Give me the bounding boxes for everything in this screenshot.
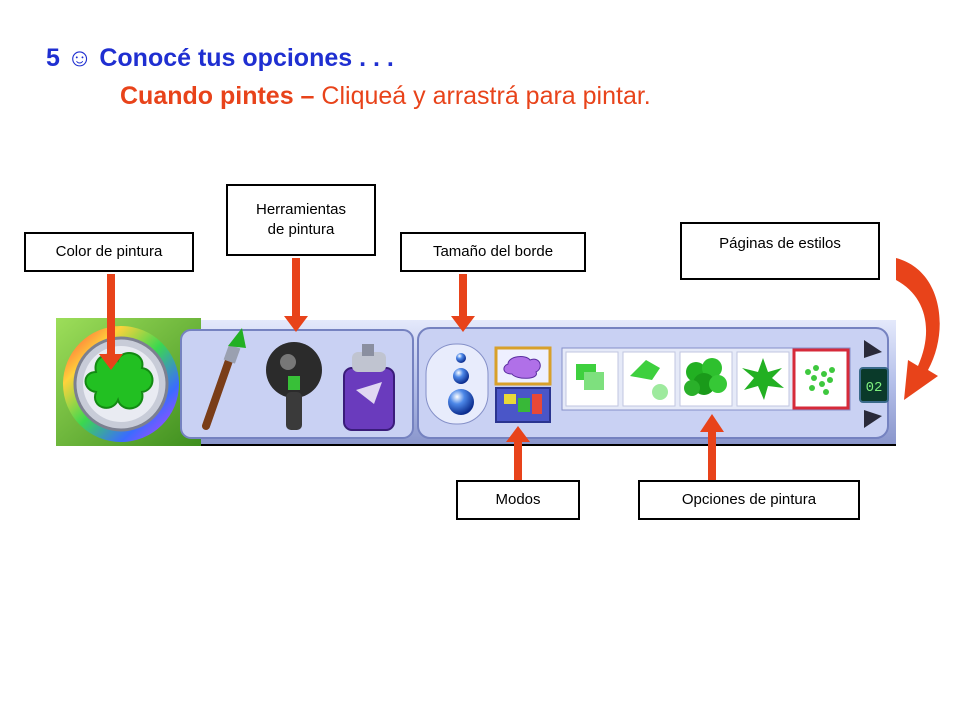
brush-option-3[interactable] bbox=[679, 351, 733, 407]
microphone-icon[interactable] bbox=[266, 342, 322, 430]
title-text: Conocé tus opciones . . . bbox=[99, 44, 394, 72]
size-large[interactable] bbox=[448, 389, 474, 415]
callout-color: Color de pintura bbox=[24, 232, 194, 272]
callout-tools: Herramientas de pintura bbox=[226, 184, 376, 256]
arrow-modes bbox=[514, 438, 522, 480]
page-up-arrow-icon[interactable] bbox=[864, 340, 882, 358]
paintbrush-icon[interactable] bbox=[202, 328, 246, 430]
callout-options-label: Opciones de pintura bbox=[681, 491, 817, 508]
slide-title: 5 ☺ Conocé tus opciones . . . bbox=[46, 44, 394, 73]
callout-styles-label: Páginas de estilos bbox=[719, 235, 841, 252]
callout-modes-label: Modos bbox=[495, 491, 541, 508]
brush-option-1[interactable] bbox=[565, 351, 619, 407]
page-number: 02 bbox=[866, 380, 883, 396]
callout-color-label: Color de pintura bbox=[55, 243, 163, 260]
subtitle-rest: Cliqueá y arrastrá para pintar. bbox=[321, 82, 651, 110]
callout-tools-label-1: Herramientas bbox=[255, 201, 347, 218]
callout-options: Opciones de pintura bbox=[638, 480, 860, 520]
step-number: 5 bbox=[46, 44, 60, 72]
callout-modes: Modos bbox=[456, 480, 580, 520]
style-page-nav: 02 bbox=[859, 340, 889, 428]
arrow-options bbox=[708, 428, 716, 480]
callout-size-label: Tamaño del borde bbox=[432, 243, 554, 260]
callout-size: Tamaño del borde bbox=[400, 232, 586, 272]
page-down-arrow-icon[interactable] bbox=[864, 410, 882, 428]
arrow-styles bbox=[896, 258, 940, 400]
size-medium[interactable] bbox=[453, 368, 469, 384]
smiley-icon: ☺ bbox=[66, 44, 93, 72]
brush-option-2[interactable] bbox=[622, 351, 676, 407]
page-number-display bbox=[859, 367, 889, 403]
brush-option-5[interactable] bbox=[792, 348, 850, 410]
callout-tools-label-2: de pintura bbox=[267, 221, 335, 238]
arrow-size bbox=[459, 274, 467, 320]
arrow-color bbox=[107, 274, 115, 358]
spray-can-icon[interactable] bbox=[343, 344, 395, 431]
subtitle-bold: Cuando pintes – bbox=[120, 82, 315, 110]
brush-option-4[interactable] bbox=[736, 351, 790, 407]
border-size-selector[interactable] bbox=[425, 343, 489, 425]
modes-selector[interactable] bbox=[494, 346, 552, 423]
size-small[interactable] bbox=[456, 353, 466, 363]
slide-subtitle: Cuando pintes – Cliqueá y arrastrá para … bbox=[120, 82, 651, 111]
callout-styles: Páginas de estilos bbox=[680, 222, 880, 280]
arrow-tools bbox=[292, 258, 300, 320]
brush-options bbox=[561, 347, 851, 411]
paint-toolbar: 02 bbox=[56, 318, 896, 446]
